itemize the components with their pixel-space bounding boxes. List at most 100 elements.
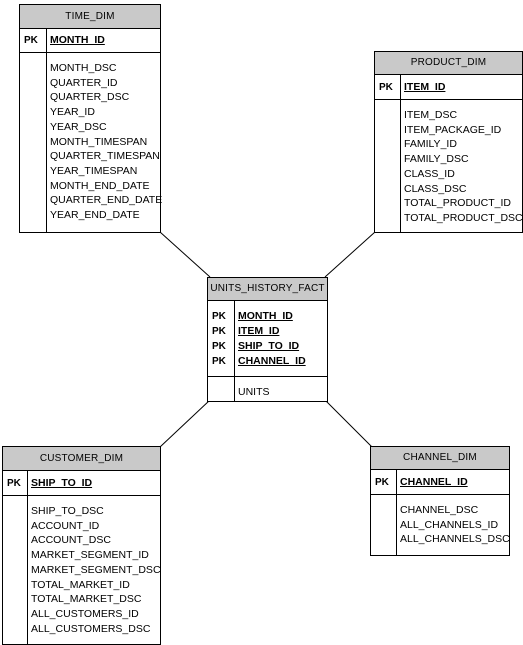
attribute-row: TOTAL_PRODUCT_DSC [375,211,523,226]
attribute-name: YEAR_DSC [50,120,107,133]
key-row: PK MONTH_ID [208,309,327,324]
attribute-row: YEAR_TIMESPAN [20,164,160,179]
attribute-name: CLASS_ID [404,167,455,180]
time-dim-title: TIME_DIM [20,5,160,29]
attribute-name: ALL_CUSTOMERS_DSC [31,622,151,635]
attribute-name: TOTAL_PRODUCT_ID [404,197,511,210]
attribute-name: FAMILY_ID [404,138,457,151]
customer-dim-key-section: PK SHIP_TO_ID [3,471,160,496]
attribute-name: TOTAL_MARKET_DSC [31,593,142,606]
attribute-row: MONTH_TIMESPAN [20,135,160,150]
attribute-row: ITEM_DSC [375,108,522,123]
pk-label: PK [7,477,21,489]
attribute-name: ALL_CHANNELS_DSC [400,533,510,546]
attribute-row: MONTH_END_DATE [20,179,160,194]
attribute-row: QUARTER_END_DATE [20,193,163,208]
key-column-name: SHIP_TO_ID [31,476,93,489]
attribute-name: QUARTER_ID [50,76,118,89]
line-time-to-fact [159,231,211,278]
table-customer-dim[interactable]: CUSTOMER_DIM PK SHIP_TO_ID SHIP_TO_DSC ACCOU… [2,446,161,645]
attribute-name: ALL_CHANNELS_ID [400,518,499,531]
product-dim-title: PRODUCT_DIM [375,52,522,75]
attribute-name: MARKET_SEGMENT_DSC [31,563,161,576]
column-divider [234,301,235,376]
column-divider [234,377,235,401]
attribute-row: CHANNEL_DSC [371,503,509,518]
attribute-name: MONTH_END_DATE [50,179,150,192]
attribute-name: MONTH_DSC [50,62,117,74]
units-history-fact-attribute-section: UNITS [208,377,327,401]
attribute-row: MARKET_SEGMENT_ID [3,548,160,563]
customer-dim-title: CUSTOMER_DIM [3,447,160,471]
pk-label: PK [375,476,389,488]
units-history-fact-title: UNITS_HISTORY_FACT [208,278,327,301]
attribute-row: ACCOUNT_ID [3,519,160,534]
column-divider [400,75,401,99]
attribute-name: CHANNEL_DSC [400,504,479,516]
attribute-row: SHIP_TO_DSC [3,504,160,519]
attribute-row: CLASS_DSC [375,182,522,197]
key-row: PK CHANNEL_ID [208,354,327,369]
pk-label: PK [212,355,226,367]
key-row: PK CHANNEL_ID [371,475,509,490]
column-divider [27,496,28,644]
attribute-row: QUARTER_TIMESPAN [20,149,160,164]
column-divider [396,470,397,494]
attribute-name: TOTAL_PRODUCT_DSC [404,211,523,224]
attribute-row: ITEM_PACKAGE_ID [375,123,522,138]
attribute-row: CLASS_ID [375,167,522,182]
attribute-row: YEAR_ID [20,105,160,120]
attribute-name: UNITS [238,386,270,398]
pk-label: PK [212,340,226,352]
key-column-name: MONTH_ID [50,34,105,46]
attribute-name: ITEM_DSC [404,109,458,121]
column-divider [46,53,47,232]
attribute-row: FAMILY_DSC [375,152,522,167]
key-column-name: CHANNEL_ID [400,475,468,488]
attribute-row: QUARTER_DSC [20,90,160,105]
column-divider [400,100,401,232]
line-product-to-fact [324,231,376,278]
attribute-row: MARKET_SEGMENT_DSC [3,563,161,578]
key-column-name: CHANNEL_ID [238,354,306,367]
key-row: PK SHIP_TO_ID [3,476,160,491]
attribute-row: ALL_CHANNELS_ID [371,518,509,533]
column-divider [396,495,397,555]
attribute-name: YEAR_END_DATE [50,209,140,221]
channel-dim-title: CHANNEL_DIM [371,447,509,470]
column-divider [46,29,47,52]
line-channel-to-fact [324,399,373,448]
attribute-name: FAMILY_DSC [404,153,469,166]
pk-label: PK [212,310,226,322]
attribute-row: QUARTER_ID [20,76,160,91]
attribute-row: TOTAL_MARKET_ID [3,578,160,593]
attribute-name: TOTAL_MARKET_ID [31,578,130,591]
key-column-name: MONTH_ID [238,309,293,322]
channel-dim-attribute-section: CHANNEL_DSC ALL_CHANNELS_ID ALL_CHANNELS_D… [371,495,510,555]
attribute-name: QUARTER_DSC [50,91,130,104]
pk-label: PK [24,35,38,46]
key-row: PK MONTH_ID [20,33,160,48]
attribute-row: ALL_CHANNELS_DSC [371,532,510,547]
key-column-name: SHIP_TO_ID [238,339,300,352]
pk-label: PK [212,325,226,337]
channel-dim-key-section: PK CHANNEL_ID [371,470,509,495]
attribute-name: QUARTER_TIMESPAN [50,150,160,163]
column-divider [27,471,28,495]
table-channel-dim[interactable]: CHANNEL_DIM PK CHANNEL_ID CHANNEL_DSC ALL_CH… [370,446,510,556]
attribute-name: MARKET_SEGMENT_ID [31,549,149,562]
attribute-name: QUARTER_END_DATE [50,194,163,207]
attribute-name: YEAR_ID [50,106,95,119]
attribute-name: SHIP_TO_DSC [31,505,104,517]
attribute-row: YEAR_END_DATE [20,208,160,223]
table-time-dim[interactable]: TIME_DIM PK MONTH_ID MONTH_DSC QUARTER_ID QUA… [19,4,163,233]
